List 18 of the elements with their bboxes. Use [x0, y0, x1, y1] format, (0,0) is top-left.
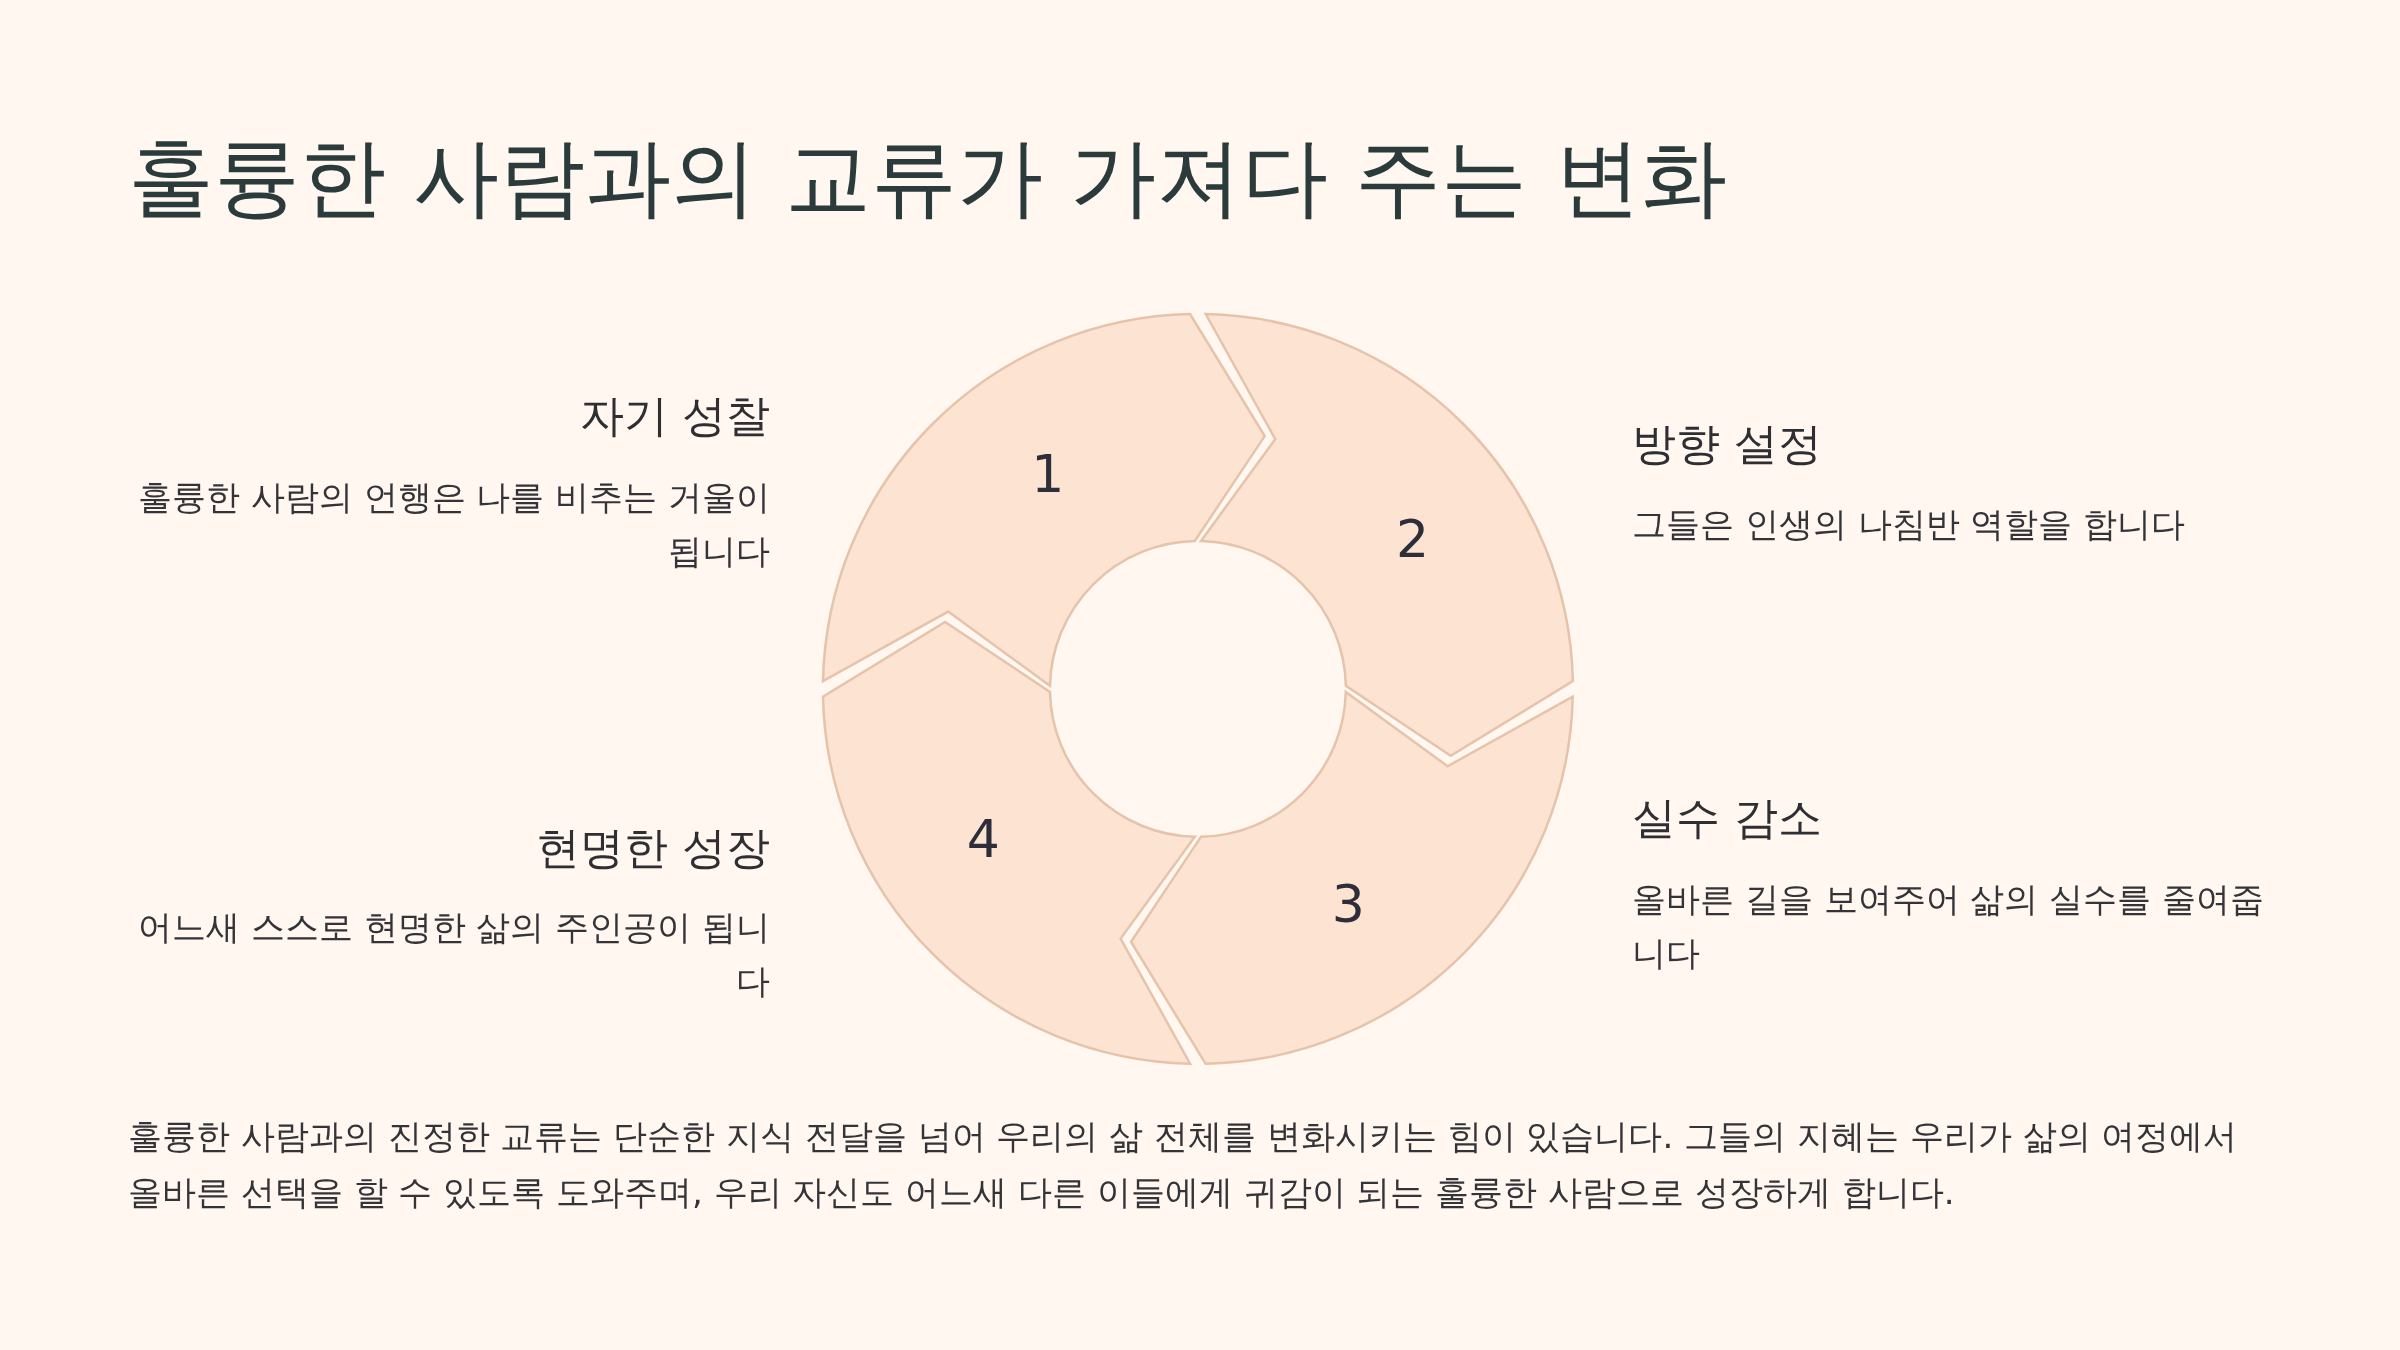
- step-number: 3: [1331, 873, 1365, 934]
- step-heading: 방향 설정: [1632, 417, 1822, 471]
- step-description: 훌륭한 사람의 언행은 나를 비추는 거울이 됩니다: [136, 476, 770, 573]
- step-description: 그들은 인생의 나침반 역할을 합니다: [1632, 503, 2186, 546]
- caption-paragraph: 훌륭한 사람과의 진정한 교류는 단순한 지식 전달을 넘어 우리의 삶 전체를 변화시키는 힘이 있습니다. 그들의 지혜는 우리가 삶의 여정에서 올바른 선택을 할 수 있도록 도와주며, 우리 자신도 어느새 다른 이들에게 귀감이 되는 훌륭한 사람으로 성장하게 합니다.: [128, 1115, 2239, 1214]
- ring-segment: [821, 620, 1197, 1066]
- step-number: 4: [966, 809, 1000, 870]
- ring-segment: [1129, 690, 1575, 1066]
- step-heading: 현명한 성장: [536, 821, 770, 875]
- step-number: 2: [1396, 508, 1430, 569]
- ring-segment: [821, 312, 1267, 688]
- step-heading: 실수 감소: [1632, 791, 1822, 845]
- ring-segment: [1199, 312, 1575, 758]
- step-description: 어느새 스스로 현명한 삶의 주인공이 됩니다: [136, 906, 770, 1003]
- step-number: 1: [1031, 444, 1065, 505]
- title: 훌륭한 사람과의 교류가 가져다 주는 변화: [128, 126, 1727, 229]
- step-description: 올바른 길을 보여주어 삶의 실수를 줄여줍니다: [1632, 878, 2266, 975]
- step-heading: 자기 성찰: [580, 389, 770, 443]
